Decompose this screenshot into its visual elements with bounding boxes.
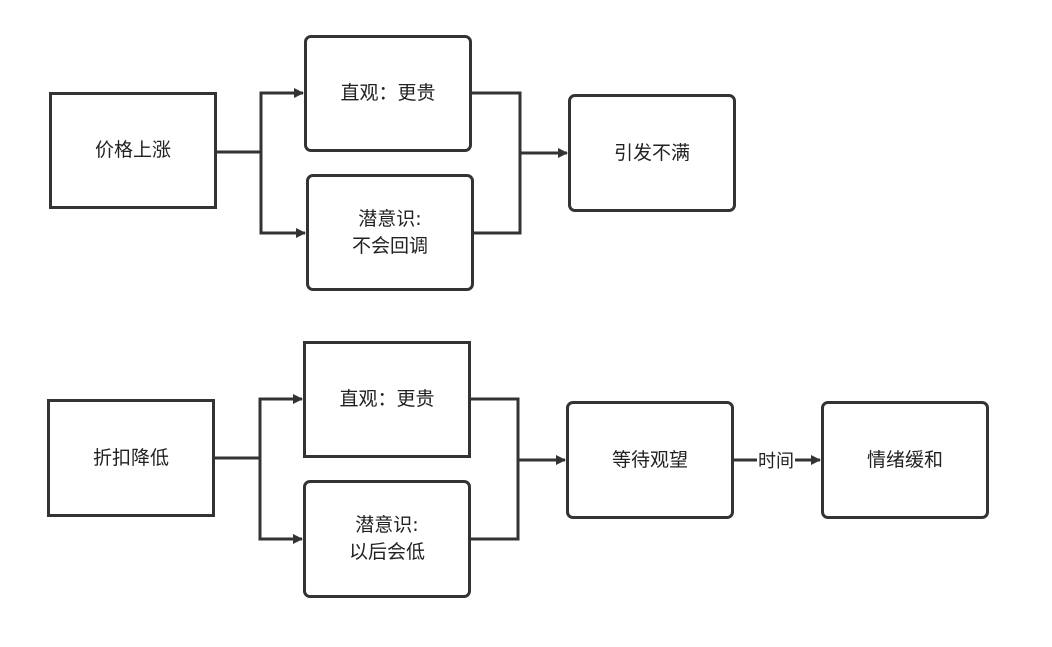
node-bottom-subconscious-line1: 潜意识: xyxy=(355,514,419,536)
connector-bottom-cause-to-subconscious xyxy=(258,458,303,544)
node-top-result-label: 引发不满 xyxy=(613,141,690,164)
node-top-subconscious-line1: 潜意识: xyxy=(358,207,422,230)
node-top-subconscious-line2: 不会回调 xyxy=(351,234,428,257)
node-top-cause-label: 价格上涨 xyxy=(94,139,171,161)
connector-top-cause-to-subconscious xyxy=(259,152,306,238)
node-bottom-final: 情绪缓和 xyxy=(821,401,989,519)
node-top-intuition-label: 直观：更贵 xyxy=(340,82,436,104)
connector-top-subconscious-to-result xyxy=(473,153,522,235)
node-bottom-cause-label: 折扣降低 xyxy=(92,446,169,469)
node-top-cause: 价格上涨 xyxy=(49,92,217,209)
node-top-result: 引发不满 xyxy=(568,94,736,212)
connector-bottom-subconscious-to-result xyxy=(470,460,520,541)
edge-label-time: 时间 xyxy=(757,451,795,473)
node-bottom-subconscious: 潜意识: 以后会低 xyxy=(303,480,471,598)
node-bottom-subconscious-line2: 以后会低 xyxy=(348,541,425,563)
node-bottom-intuition: 直观：更贵 xyxy=(303,341,471,458)
node-bottom-result: 等待观望 xyxy=(566,401,734,519)
node-bottom-final-label: 情绪缓和 xyxy=(866,448,943,471)
node-top-subconscious: 潜意识: 不会回调 xyxy=(306,174,474,291)
connector-bottom-cause-to-intuition xyxy=(215,394,303,460)
node-bottom-cause: 折扣降低 xyxy=(47,399,215,517)
connector-bottom-intuition-to-result xyxy=(470,397,566,465)
connector-top-intuition-to-result xyxy=(471,91,568,158)
node-bottom-result-label: 等待观望 xyxy=(611,448,688,471)
connector-top-cause-to-intuition xyxy=(216,88,304,154)
node-top-intuition: 直观：更贵 xyxy=(304,35,472,152)
node-bottom-intuition-label: 直观：更贵 xyxy=(339,388,435,410)
